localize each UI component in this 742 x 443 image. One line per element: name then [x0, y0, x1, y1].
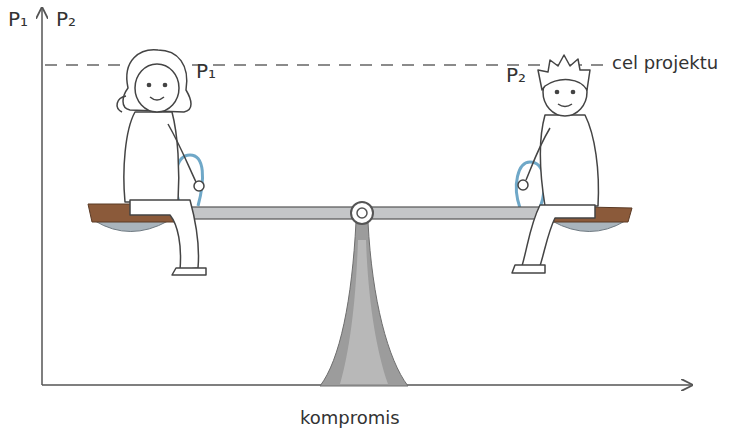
seesaw-base-shade	[340, 240, 388, 384]
axis-label: P₁	[8, 8, 28, 30]
seat-support	[95, 221, 168, 232]
boy-smile	[558, 104, 572, 107]
girl-hand	[194, 181, 204, 191]
girl-feet	[172, 268, 206, 275]
axis-label: P₂	[56, 8, 76, 30]
seesaw-beam	[175, 207, 550, 219]
girl-pigtail	[117, 96, 126, 112]
boy-figure	[512, 55, 598, 273]
person-label: P₂	[506, 64, 526, 86]
girl-figure	[117, 50, 206, 275]
goal-label: cel projektu	[612, 53, 718, 73]
pivot-inner	[357, 208, 367, 218]
boy-legs	[522, 205, 595, 266]
girl-eye	[163, 83, 166, 86]
boy-arm	[526, 128, 550, 180]
girl-body	[124, 112, 179, 202]
person-label: P₁	[196, 60, 216, 82]
boy-hand	[518, 180, 528, 190]
girl-arm	[168, 124, 196, 182]
girl-hair	[123, 50, 191, 112]
girl-legs	[130, 200, 199, 270]
seesaw-base	[320, 222, 408, 386]
seat-support	[552, 221, 625, 232]
y-axis	[41, 8, 43, 385]
pivot	[351, 202, 373, 224]
girl-smile	[150, 97, 164, 100]
boy-hair	[538, 55, 590, 90]
boy-feet	[512, 265, 545, 273]
axis-caption: kompromis	[300, 408, 400, 428]
boy-eye	[571, 90, 574, 93]
girl-head	[135, 64, 179, 112]
boy-eye	[555, 90, 558, 93]
girl-eye	[147, 83, 150, 86]
